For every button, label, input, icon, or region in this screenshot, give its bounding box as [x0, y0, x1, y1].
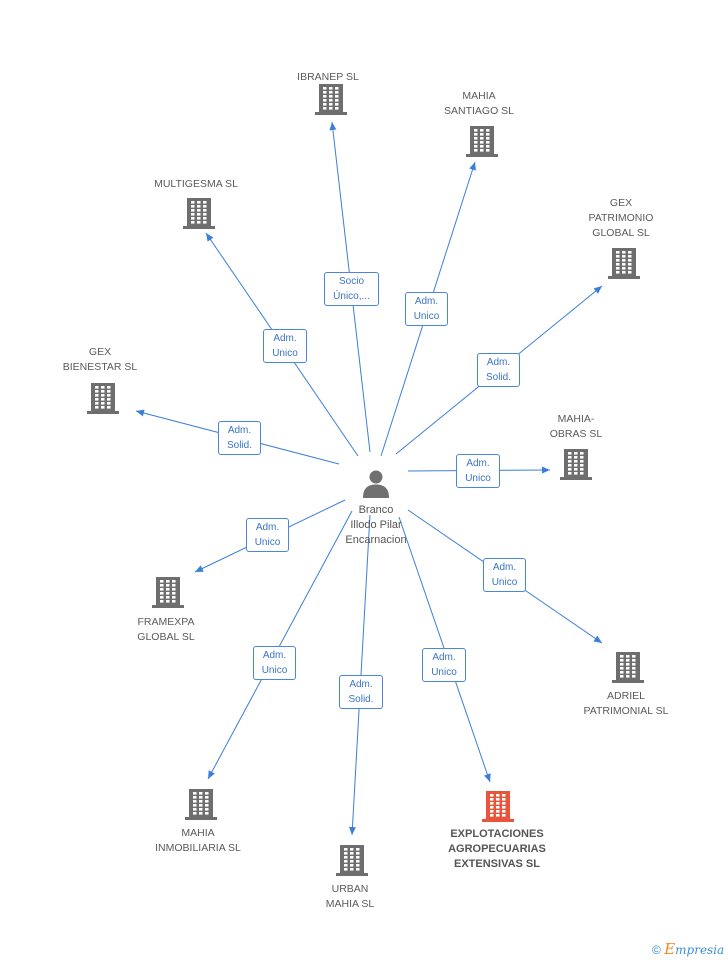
- relation-label-framexpa[interactable]: Adm. Unico: [246, 518, 289, 552]
- company-name-mahia-inmobiliaria[interactable]: MAHIA INMOBILIARIA SL: [155, 827, 241, 854]
- company-name-mahia-santiago[interactable]: MAHIA SANTIAGO SL: [443, 90, 515, 117]
- person-name: Branco Illodo Pilar Encarnacion: [345, 504, 407, 546]
- company-name-adriel[interactable]: ADRIEL PATRIMONIAL SL: [583, 690, 669, 717]
- relation-label-mahia-inmobiliaria[interactable]: Adm. Unico: [253, 646, 296, 680]
- company-name-multigesma[interactable]: MULTIGESMA SL: [154, 178, 238, 190]
- relation-label-mahia-obras[interactable]: Adm. Unico: [456, 454, 500, 488]
- building-icon[interactable]: [315, 84, 347, 116]
- arrowhead-gex-bienestar: [136, 409, 145, 417]
- company-name-explotaciones[interactable]: EXPLOTACIONES AGROPECUARIAS EXTENSIVAS S…: [448, 828, 546, 870]
- brand-logo-text: mpresia: [675, 943, 725, 957]
- building-icon[interactable]: [482, 791, 514, 823]
- relation-edge-mahia-inmobiliaria: [207, 510, 353, 780]
- building-icon[interactable]: [608, 248, 640, 280]
- company-name-mahia-obras[interactable]: MAHIA- OBRAS SL: [549, 413, 603, 440]
- company-name-urban-mahia[interactable]: URBAN MAHIA SL: [325, 883, 375, 910]
- arrowhead-mahia-obras: [541, 466, 550, 474]
- relation-label-adriel[interactable]: Adm. Unico: [483, 558, 526, 592]
- building-icon[interactable]: [612, 652, 644, 684]
- arrowhead-mahia-santiago: [469, 162, 476, 171]
- person-icon: [363, 470, 389, 498]
- arrowhead-framexpa: [195, 565, 204, 572]
- company-name-gex-patrimonio[interactable]: GEX PATRIMONIO GLOBAL SL: [588, 197, 654, 239]
- arrowhead-ibranep: [329, 122, 337, 131]
- relation-label-multigesma[interactable]: Adm. Unico: [263, 329, 307, 363]
- company-name-gex-bienestar[interactable]: GEX BIENESTAR SL: [62, 346, 138, 373]
- relation-label-mahia-santiago[interactable]: Adm. Unico: [405, 292, 448, 326]
- relation-label-urban-mahia[interactable]: Adm. Solid.: [339, 675, 383, 709]
- company-name-framexpa[interactable]: FRAMEXPA GLOBAL SL: [137, 616, 195, 643]
- arrowhead-explotaciones: [484, 773, 491, 782]
- building-icon[interactable]: [87, 383, 119, 415]
- footer-brand[interactable]: © Empresia: [652, 940, 724, 958]
- arrowhead-adriel: [593, 635, 602, 643]
- building-icon[interactable]: [560, 449, 592, 481]
- arrowhead-multigesma: [206, 233, 214, 242]
- relation-label-gex-patrimonio[interactable]: Adm. Solid.: [477, 353, 520, 387]
- copyright-symbol: ©: [652, 943, 661, 957]
- brand-logo-letter: E: [664, 940, 676, 958]
- building-icon[interactable]: [152, 577, 184, 609]
- arrowhead-urban-mahia: [348, 826, 356, 835]
- building-icon[interactable]: [466, 126, 498, 158]
- relation-label-gex-bienestar[interactable]: Adm. Solid.: [218, 421, 261, 455]
- relation-label-explotaciones[interactable]: Adm. Unico: [422, 648, 466, 682]
- building-icon[interactable]: [185, 789, 217, 821]
- arrowhead-mahia-inmobiliaria: [208, 770, 215, 779]
- building-icon[interactable]: [336, 845, 368, 877]
- building-icon[interactable]: [183, 198, 215, 230]
- company-name-ibranep[interactable]: IBRANEP SL: [297, 71, 359, 83]
- arrowhead-gex-patrimonio: [593, 286, 602, 294]
- relation-label-ibranep[interactable]: Socio Único,...: [324, 272, 379, 306]
- central-person-node[interactable]: Branco Illodo Pilar Encarnacion: [336, 466, 416, 556]
